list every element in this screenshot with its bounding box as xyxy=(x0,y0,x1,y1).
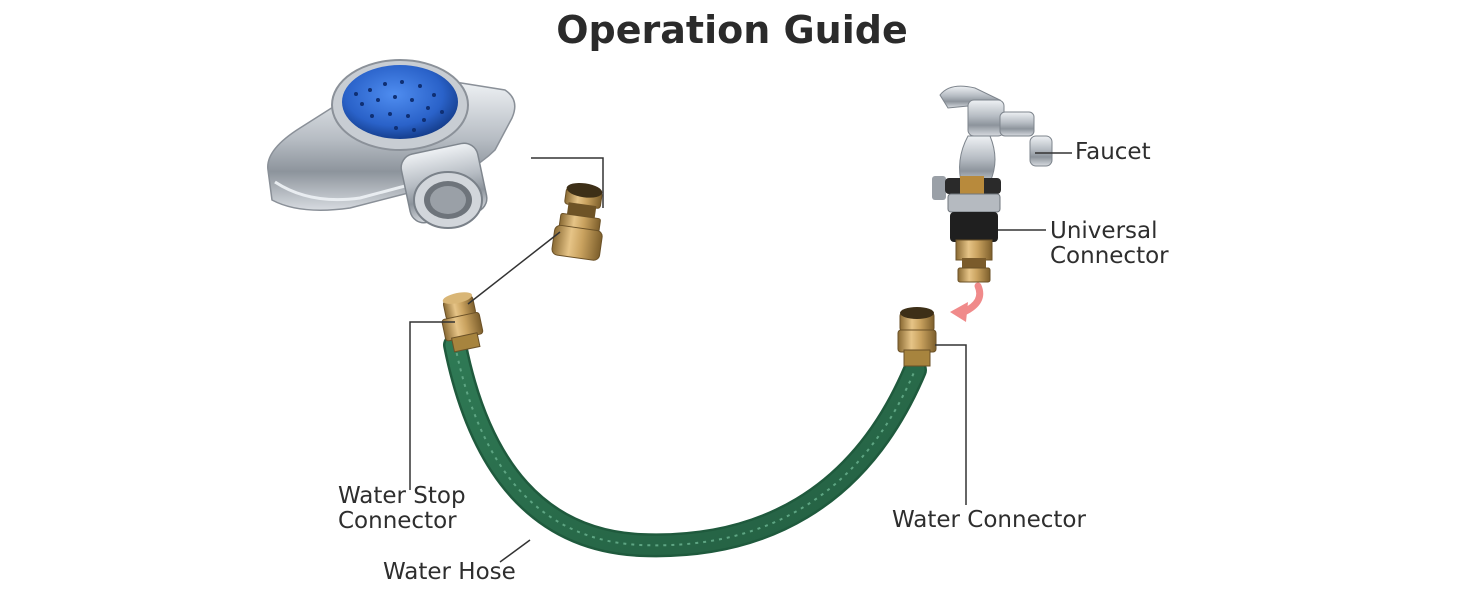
water-hose-icon xyxy=(455,345,915,545)
water-stop-connector-label: Water Stop Connector xyxy=(338,484,466,534)
universal-connector-label: Universal Connector xyxy=(1050,219,1169,269)
water-hose-label: Water Hose xyxy=(383,560,516,585)
page-title: Operation Guide xyxy=(0,8,1464,52)
sprinkler-icon xyxy=(268,60,515,228)
arrow-head-icon xyxy=(950,302,968,322)
water-connector-icon xyxy=(898,307,936,366)
quick-connector-icon xyxy=(551,180,609,261)
universal-connector-icon xyxy=(945,176,1001,282)
water-connector-label: Water Connector xyxy=(892,508,1086,533)
faucet-label: Faucet xyxy=(1075,140,1151,165)
